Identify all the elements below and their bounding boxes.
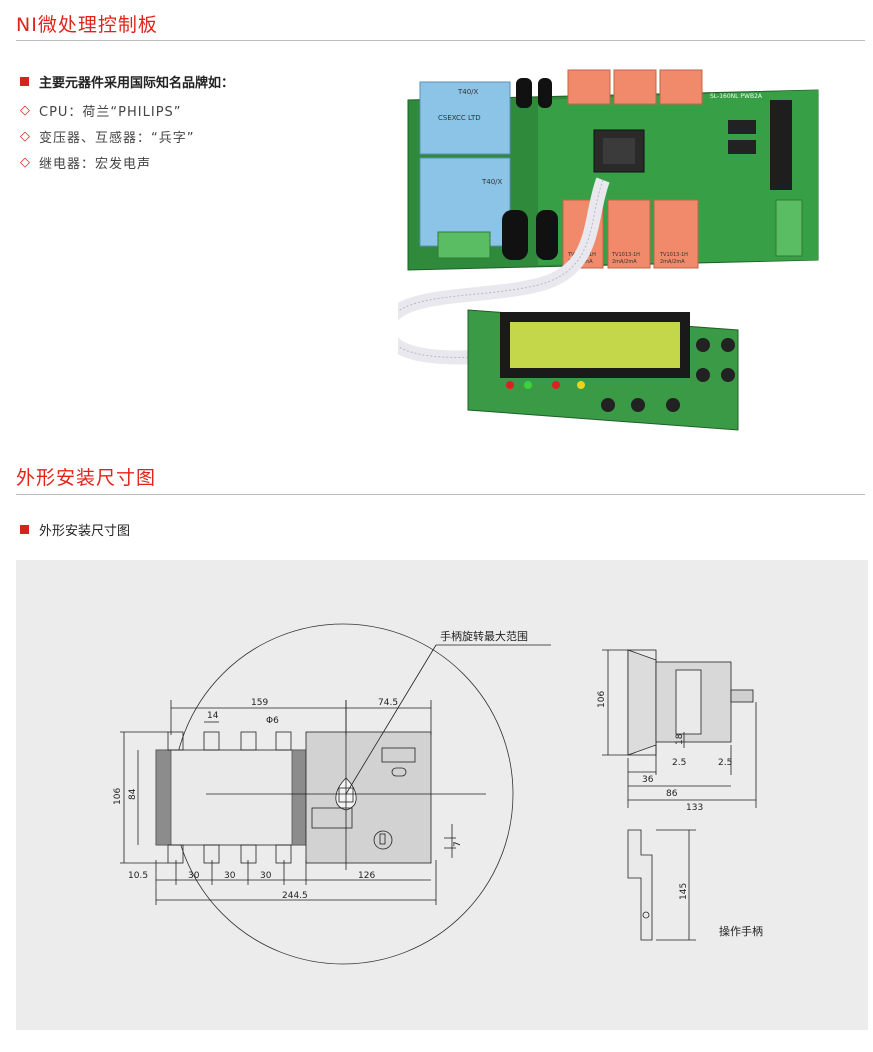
list-item-text: 继电器：宏发电声 xyxy=(39,157,152,172)
divider xyxy=(16,40,865,41)
list-item: ◇ 继电器：宏发电声 xyxy=(20,153,151,172)
section-title-dimensions: 外形安装尺寸图 xyxy=(16,467,157,489)
dim-30: 30 xyxy=(188,871,200,881)
dim-phi6: Φ6 xyxy=(266,716,279,726)
transformer-label: T40/X xyxy=(481,178,503,186)
diamond-icon: ◇ xyxy=(20,155,31,170)
ct-sub-label: 2mA/2mA xyxy=(660,259,685,265)
dimension-drawing: 159 74.5 14 Φ6 106 84 7 10.5 30 30 30 12… xyxy=(113,623,763,965)
dim-244-5: 244.5 xyxy=(282,891,308,901)
dim-30: 30 xyxy=(224,871,236,881)
dim-133: 133 xyxy=(686,803,703,813)
list-item: ◇ 变压器、互感器：“兵字” xyxy=(20,127,194,146)
section-heading-components: 主要元器件采用国际知名品牌如： xyxy=(20,72,234,91)
dim-106-left: 106 xyxy=(113,788,123,805)
dim-10-5: 10.5 xyxy=(128,871,148,881)
controller-board-photo: T40/X CSEXCC LTD T40/X SL-160NL PWB2A TV… xyxy=(398,69,819,431)
red-square-icon xyxy=(20,77,29,86)
dim-84: 84 xyxy=(128,788,138,800)
dim-30: 30 xyxy=(260,871,272,881)
components-heading-text: 主要元器件采用国际知名品牌如： xyxy=(39,76,235,91)
section-heading-dimensions: 外形安装尺寸图 xyxy=(20,520,130,539)
dim-7: 7 xyxy=(453,841,463,847)
handle-range-label: 手柄旋转最大范围 xyxy=(440,629,528,643)
list-item-text: CPU：荷兰“PHILIPS” xyxy=(39,105,182,120)
dim-36: 36 xyxy=(642,775,654,785)
dim-126: 126 xyxy=(358,871,375,881)
red-square-icon xyxy=(20,525,29,534)
transformer-brand: CSEXCC LTD xyxy=(438,114,481,122)
handle-label: 操作手柄 xyxy=(719,924,763,938)
diamond-icon: ◇ xyxy=(20,129,31,144)
ct-label: TV1013-1H xyxy=(659,252,688,258)
ct-label: TV1013-1H xyxy=(611,252,640,258)
dim-2-5: 2.5 xyxy=(718,758,732,768)
dim-145: 145 xyxy=(679,883,689,900)
list-item: ◇ CPU：荷兰“PHILIPS” xyxy=(20,101,182,120)
ct-sub-label: 2mA/2mA xyxy=(612,259,637,265)
transformer-label: T40/X xyxy=(457,88,479,96)
divider xyxy=(16,494,865,495)
dim-2-5: 2.5 xyxy=(672,758,686,768)
diamond-icon: ◇ xyxy=(20,103,31,118)
dim-18: 18 xyxy=(675,733,685,745)
dim-86: 86 xyxy=(666,789,678,799)
dim-14: 14 xyxy=(207,711,219,721)
dim-106-side: 106 xyxy=(597,691,607,708)
dimensions-heading-text: 外形安装尺寸图 xyxy=(39,524,131,539)
board-label: SL-160NL PWB2A xyxy=(710,93,763,100)
dimension-drawing-panel: 159 74.5 14 Φ6 106 84 7 10.5 30 30 30 12… xyxy=(16,560,868,1030)
section-title-controller: NI微处理控制板 xyxy=(16,14,158,36)
dim-74-5: 74.5 xyxy=(378,698,398,708)
dim-159: 159 xyxy=(251,698,268,708)
list-item-text: 变压器、互感器：“兵字” xyxy=(39,131,195,146)
